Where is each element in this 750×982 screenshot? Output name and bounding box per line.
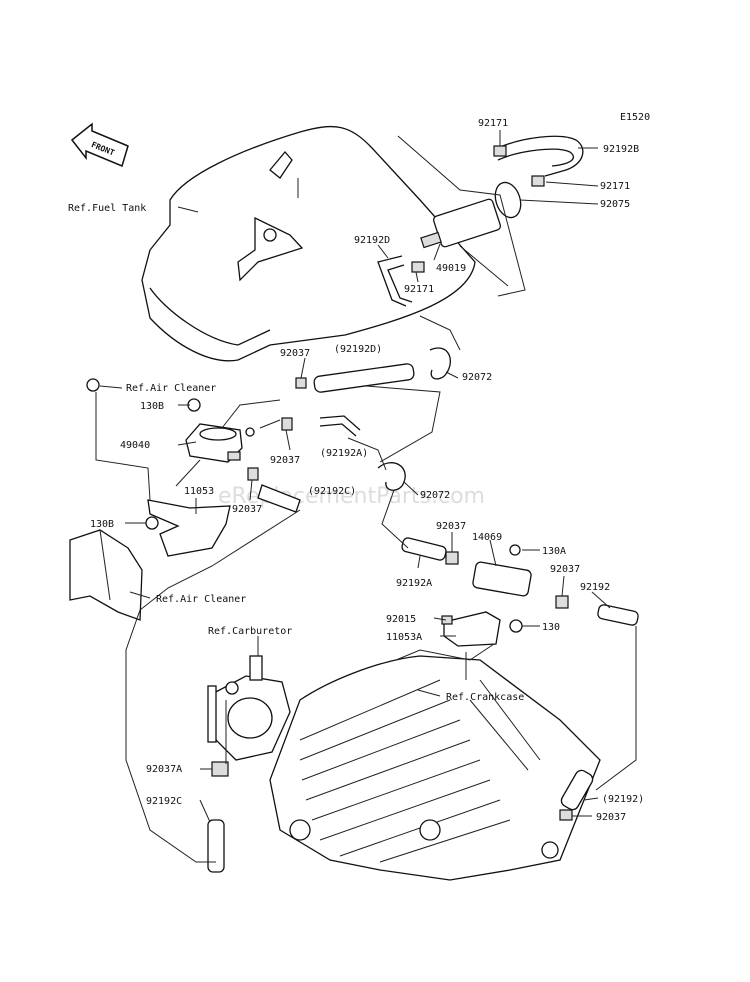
clamp-92171-right [531,175,545,187]
label-92037-right: 92037 [550,564,580,575]
label-49019: 49019 [436,263,466,274]
label-ref-carburetor: Ref.Carburetor [208,626,292,637]
label-92037-left: 92037 [232,504,262,515]
hose-92192a-upper [319,415,361,431]
hose-92192a-upper-inner [319,423,357,437]
clip-92037-a [295,377,307,389]
fuel-filter [420,181,522,249]
clip-92037-b [281,417,293,431]
label-92072-upper: 92072 [462,372,492,383]
hose-92192c [207,819,225,873]
bracket-11053 [147,499,231,557]
label-92192: 92192 [580,582,610,593]
clip-92037a [211,761,229,777]
label-92037-upper: 92037 [280,348,310,359]
hose-92192d-inner [387,264,413,303]
clip-92037-c [247,467,259,481]
label-92192-paren: (92192) [602,794,644,805]
label-49040: 49040 [120,440,150,451]
label-92037a: 92037A [146,764,182,775]
label-92072-lower: 92072 [420,490,450,501]
bolt-130b-lower [145,516,159,530]
label-ref-air-cleaner-bottom: Ref.Air Cleaner [156,594,246,605]
label-92192a-paren: (92192A) [320,448,368,459]
label-92192a: 92192A [396,578,432,589]
hose-92192a-lower [401,537,447,561]
clip-92015 [441,615,453,625]
part-labels: 92171 92192B 92171 92075 Ref.Fuel Tank 9… [68,118,644,823]
label-130: 130 [542,622,560,633]
label-130a: 130A [542,546,566,557]
clip-92037-lower [559,809,573,821]
label-92015: 92015 [386,614,416,625]
fuel-pump-49040 [185,423,255,463]
connection-lines [95,135,637,863]
leader-lines [99,130,611,823]
fuel-tank [141,126,476,362]
label-92192d: 92192D [354,235,390,246]
label-ref-fuel-tank: Ref.Fuel Tank [68,203,146,214]
bolt-130 [509,619,523,633]
label-92192c: 92192C [146,796,182,807]
hose-92192d-straight [313,363,415,393]
front-arrow-icon: FRONT [70,122,129,168]
label-92171-top: 92171 [478,118,508,129]
label-92192d-paren: (92192D) [334,344,382,355]
label-11053a: 11053A [386,632,422,643]
label-92171-lower: 92171 [404,284,434,295]
label-ref-air-cleaner-top: Ref.Air Cleaner [126,383,216,394]
label-130b-lower: 130B [90,519,114,530]
label-92037-right-upper: 92037 [436,521,466,532]
label-92075: 92075 [600,199,630,210]
clamp-92171-top [493,145,507,157]
label-14069: 14069 [472,532,502,543]
hose-92192 [597,604,639,626]
label-92171-right: 92171 [600,181,630,192]
label-92192c-paren: (92192C) [308,486,356,497]
label-92037-bottom: 92037 [596,812,626,823]
crankcase [269,655,601,881]
diagram-code: E1520 [620,112,650,123]
clamp-92171-lower [411,261,425,273]
hose-clamp-92072-upper [429,347,451,380]
carburetor [207,655,291,761]
bolt-air-cleaner [86,378,100,392]
label-92192b: 92192B [603,144,639,155]
air-cleaner-bracket-edge [99,529,111,601]
label-92037-mid: 92037 [270,455,300,466]
label-ref-crankcase: Ref.Crankcase [446,692,524,703]
fuel-filter-14069 [445,544,569,609]
hose-92192b-inner [497,148,575,167]
hose-92192-lower [560,769,594,811]
label-11053: 11053 [184,486,214,497]
label-130b-upper: 130B [140,401,164,412]
